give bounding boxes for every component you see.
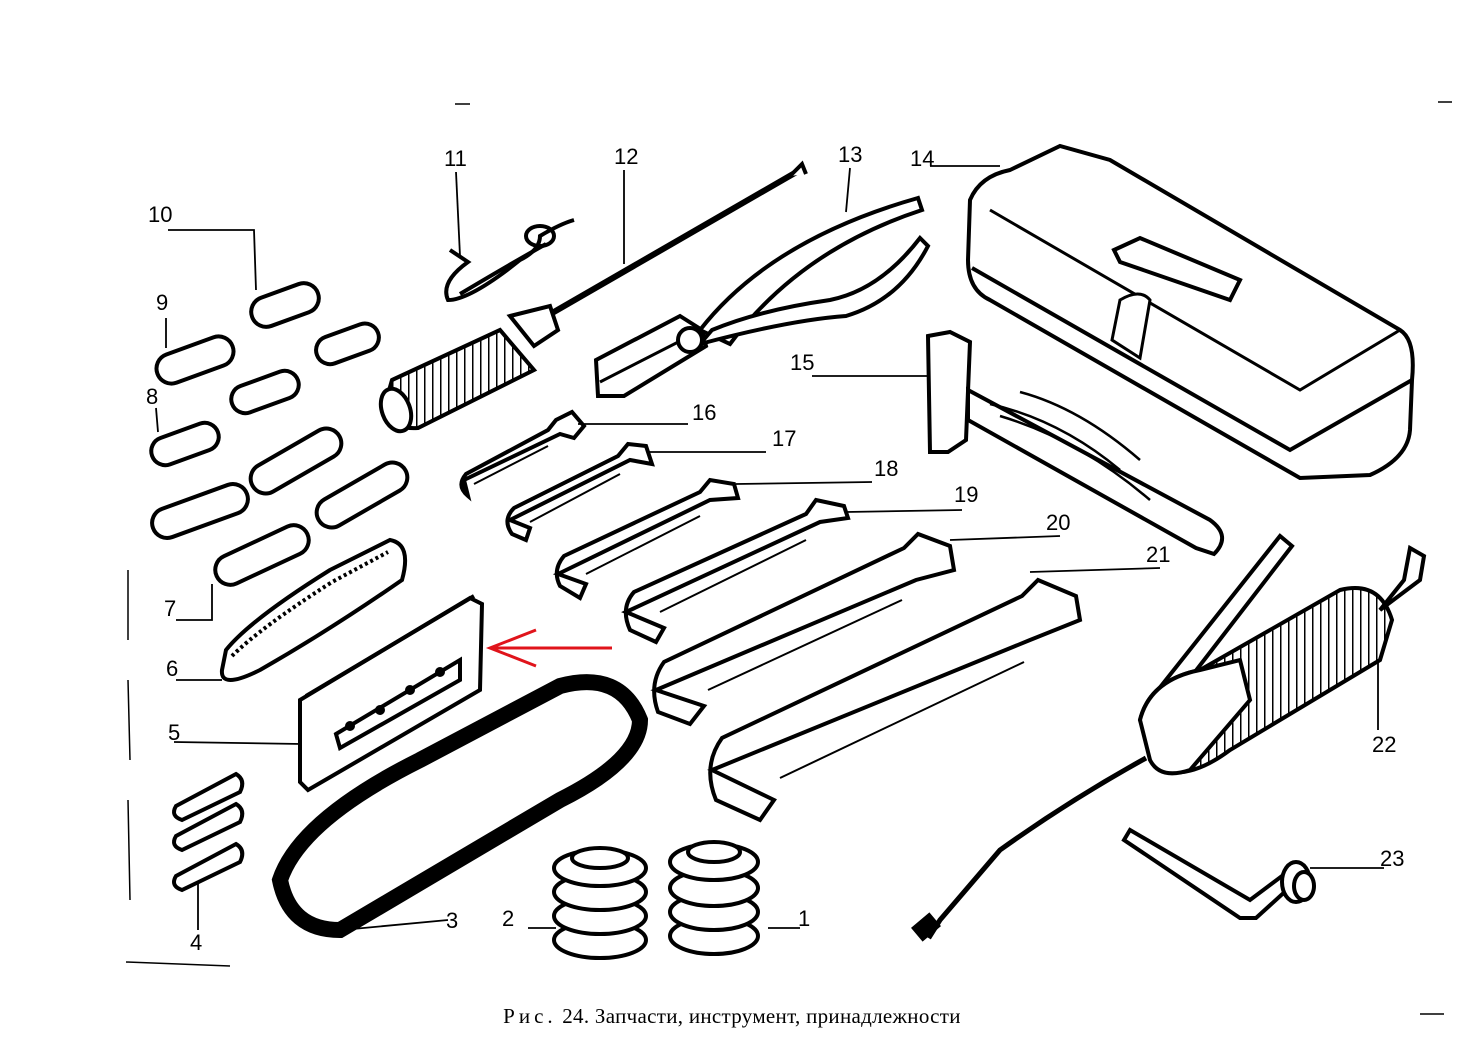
pliers-drawing	[593, 195, 931, 398]
wrench-20	[650, 531, 957, 727]
label-6: 6	[166, 656, 178, 681]
label-2: 2	[502, 906, 514, 931]
red-arrow	[485, 628, 612, 668]
scan-frame-marks	[125, 101, 1452, 1015]
hammer-drawing	[925, 329, 1224, 557]
figure-caption-text: 24. Запчасти, инструмент, принадлежности	[562, 1004, 961, 1028]
chain-links-drawing	[149, 281, 410, 587]
label-1: 1	[798, 906, 810, 931]
cotter-pin-drawing	[444, 218, 575, 303]
plate-drawing	[298, 594, 485, 793]
wrench-18	[552, 477, 741, 601]
wrench-set-drawing	[459, 409, 1083, 823]
label-16: 16	[692, 400, 716, 425]
label-15: 15	[790, 350, 814, 375]
wrench-19	[621, 497, 851, 645]
spring-2	[552, 846, 648, 960]
label-9: 9	[156, 290, 168, 315]
leader-lines	[155, 165, 1384, 931]
label-11: 11	[444, 146, 467, 171]
figure-caption-prefix: Рис.	[503, 1004, 557, 1028]
socket-tool-drawing	[1121, 827, 1316, 920]
screwdriver-drawing	[378, 160, 808, 434]
label-7: 7	[164, 596, 176, 621]
belt-drawing	[271, 674, 649, 939]
spring-1	[668, 840, 760, 956]
callout-labels: 1 2 3 4 5 6 7 8 9 10 11 12 13 14 15 16 1…	[146, 142, 1404, 955]
label-18: 18	[874, 456, 898, 481]
label-19: 19	[954, 482, 978, 507]
label-12: 12	[614, 144, 638, 169]
toolbox-drawing	[965, 143, 1415, 481]
springs-drawing	[552, 840, 760, 960]
wrench-17	[505, 441, 655, 543]
label-23: 23	[1380, 846, 1404, 871]
figure-caption: Рис. 24. Запчасти, инструмент, принадлеж…	[0, 1004, 1464, 1029]
label-20: 20	[1046, 510, 1070, 535]
label-21: 21	[1146, 542, 1170, 567]
label-10: 10	[148, 202, 172, 227]
label-17: 17	[772, 426, 796, 451]
label-8: 8	[146, 384, 158, 409]
label-4: 4	[190, 930, 202, 955]
label-13: 13	[838, 142, 862, 167]
label-5: 5	[168, 720, 180, 745]
label-14: 14	[910, 146, 934, 171]
pins-drawing	[172, 771, 245, 893]
wrench-21	[707, 577, 1083, 823]
drive-chain-drawing	[219, 537, 407, 682]
wrench-16	[459, 409, 587, 502]
grease-gun-drawing	[911, 533, 1427, 942]
label-22: 22	[1372, 732, 1396, 757]
label-3: 3	[446, 908, 458, 933]
